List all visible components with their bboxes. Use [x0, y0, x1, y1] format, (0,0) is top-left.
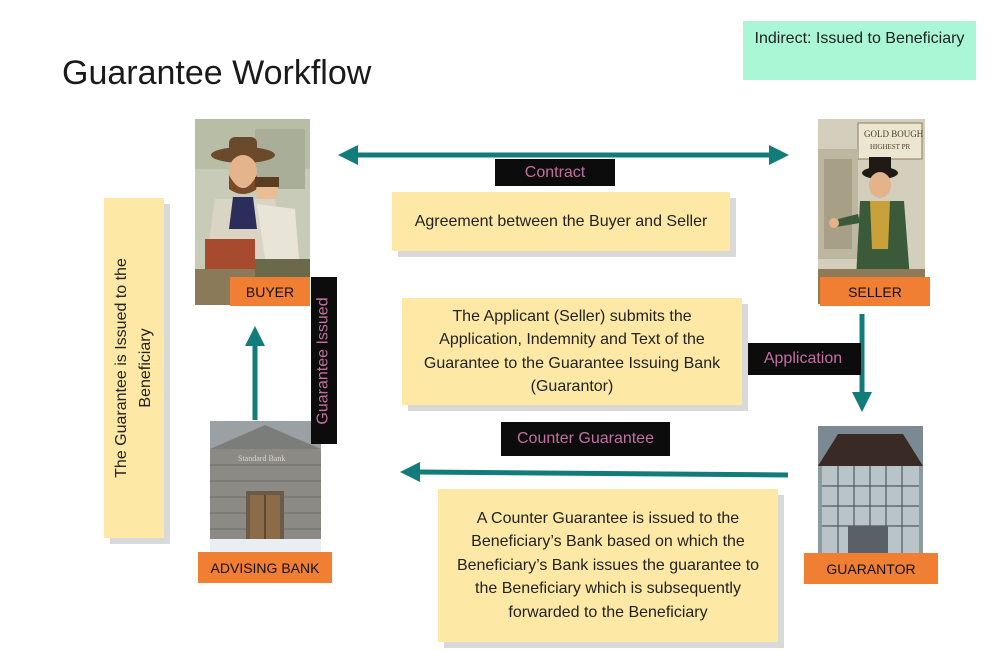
application-label: Application: [745, 343, 861, 375]
agreement-note: Agreement between the Buyer and Seller: [392, 192, 730, 251]
page-title: Guarantee Workflow: [62, 54, 372, 92]
application-arrow: [852, 314, 872, 412]
indirect-callout: Indirect: Issued to Beneficiary: [743, 21, 976, 80]
advising-bank-label: ADVISING BANK: [198, 552, 332, 583]
buyer-label: BUYER: [230, 277, 310, 306]
counter-guarantee-arrow: [400, 462, 789, 482]
svg-text:HIGHEST PR: HIGHEST PR: [870, 143, 910, 151]
svg-text:Standard Bank: Standard Bank: [238, 454, 285, 463]
advising-bank-image: Standard Bank: [210, 421, 321, 553]
guarantee-issued-text: Guarantee Issued: [315, 296, 333, 425]
counter-guarantee-note: A Counter Guarantee is issued to the Ben…: [438, 489, 778, 642]
contract-label: Contract: [495, 159, 615, 186]
guarantee-issued-arrow: [245, 326, 265, 420]
svg-text:GOLD BOUGH: GOLD BOUGH: [864, 129, 924, 139]
guarantee-issued-label: Guarantee Issued: [311, 277, 337, 444]
counter-guarantee-label: Counter Guarantee: [501, 422, 670, 456]
side-note: The Guarantee is Issued to the Beneficia…: [104, 198, 164, 538]
guarantor-image: [818, 426, 923, 554]
buyer-image: [195, 119, 310, 305]
contract-arrow: [338, 145, 789, 165]
side-note-text: The Guarantee is Issued to the Beneficia…: [113, 258, 154, 478]
guarantor-label: GUARANTOR: [804, 553, 938, 584]
application-note: The Applicant (Seller) submits the Appli…: [402, 298, 742, 405]
seller-label: SELLER: [820, 277, 930, 306]
